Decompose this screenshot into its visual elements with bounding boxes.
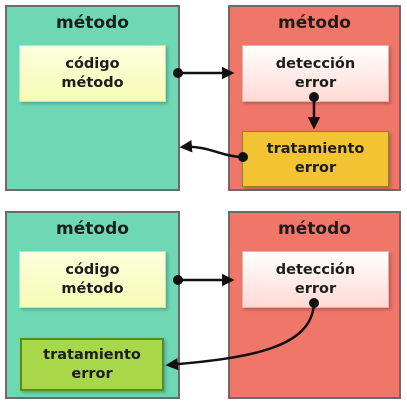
top-left-method-panel: método código método [5, 5, 180, 191]
top-handling-label: tratamiento error [266, 141, 365, 176]
bottom-left-method-panel: método código método tratamiento error [5, 211, 180, 399]
top-code-label: código método [61, 55, 124, 91]
bottom-propagation-connector [165, 298, 319, 371]
top-return-connector [179, 140, 248, 162]
bottom-code-box: código método [19, 251, 166, 308]
top-detection-label: detección error [275, 55, 356, 91]
top-right-method-title: método [278, 13, 351, 33]
bottom-left-method-title: método [56, 219, 129, 239]
top-code-box: código método [19, 45, 166, 102]
bottom-detection-label: detección error [275, 261, 356, 297]
top-left-method-title: método [56, 13, 129, 33]
bottom-call-connector [173, 273, 235, 287]
top-right-method-panel: método detección error tratamiento error [228, 5, 401, 191]
top-return-arrow [179, 140, 244, 159]
top-detection-to-handling-connector [307, 92, 321, 130]
bottom-code-label: código método [61, 261, 124, 297]
bottom-handling-box: tratamiento error [20, 338, 164, 391]
bottom-handling-label: tratamiento error [43, 346, 141, 382]
top-call-connector [173, 66, 235, 80]
top-handling-box: tratamiento error [242, 131, 389, 187]
bottom-propagation-arrow [165, 302, 316, 371]
bottom-right-method-title: método [278, 219, 351, 239]
